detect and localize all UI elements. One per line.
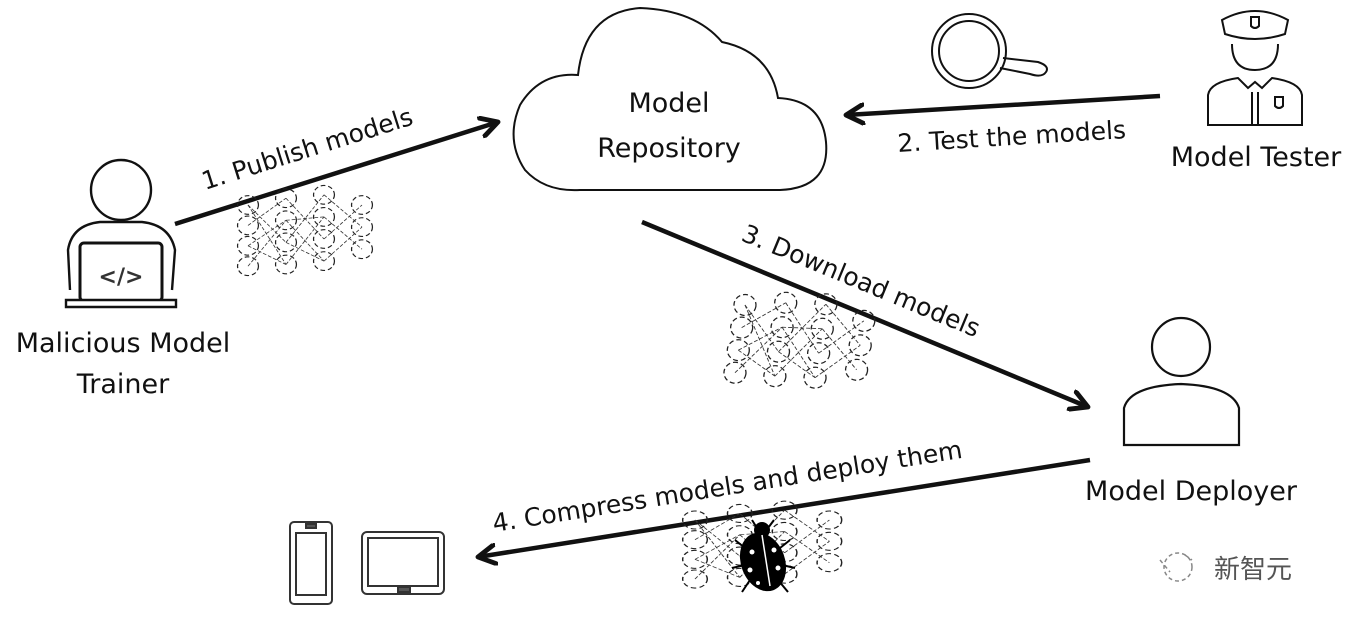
- edge-label-test: 2. Test the models: [897, 115, 1127, 158]
- smartphone-icon: [289, 521, 333, 605]
- arrow-download: [641, 219, 1088, 407]
- svg-text:</>: </>: [99, 265, 144, 290]
- watermark-text: 新智元: [1214, 555, 1292, 585]
- trainer-label-line1: Malicious Model: [16, 328, 231, 359]
- arrow-deploy: [478, 457, 1091, 557]
- neural-network-icon: [721, 281, 879, 402]
- magnifier-icon: [931, 13, 1048, 89]
- arrow-test: [846, 93, 1161, 115]
- cloud-icon: [512, 6, 828, 192]
- trainer-label-line2: Trainer: [76, 369, 170, 400]
- arrow-publish: [174, 122, 498, 227]
- deployer-label: Model Deployer: [1085, 476, 1298, 507]
- developer-laptop-icon: </>: [64, 158, 178, 309]
- tablet-icon: [361, 531, 445, 595]
- tester-label: Model Tester: [1171, 142, 1342, 173]
- edge-label-download: 3. Download models: [738, 219, 985, 343]
- repository-label-line1: Model: [628, 88, 709, 119]
- wechat-logo-icon: [1159, 552, 1193, 582]
- police-officer-icon: [1207, 10, 1303, 126]
- edge-label-deploy: 4. Compress models and deploy them: [490, 435, 964, 538]
- user-icon: [1122, 316, 1241, 447]
- repository-label-line2: Repository: [597, 133, 741, 164]
- bug-network-icon: [681, 500, 843, 593]
